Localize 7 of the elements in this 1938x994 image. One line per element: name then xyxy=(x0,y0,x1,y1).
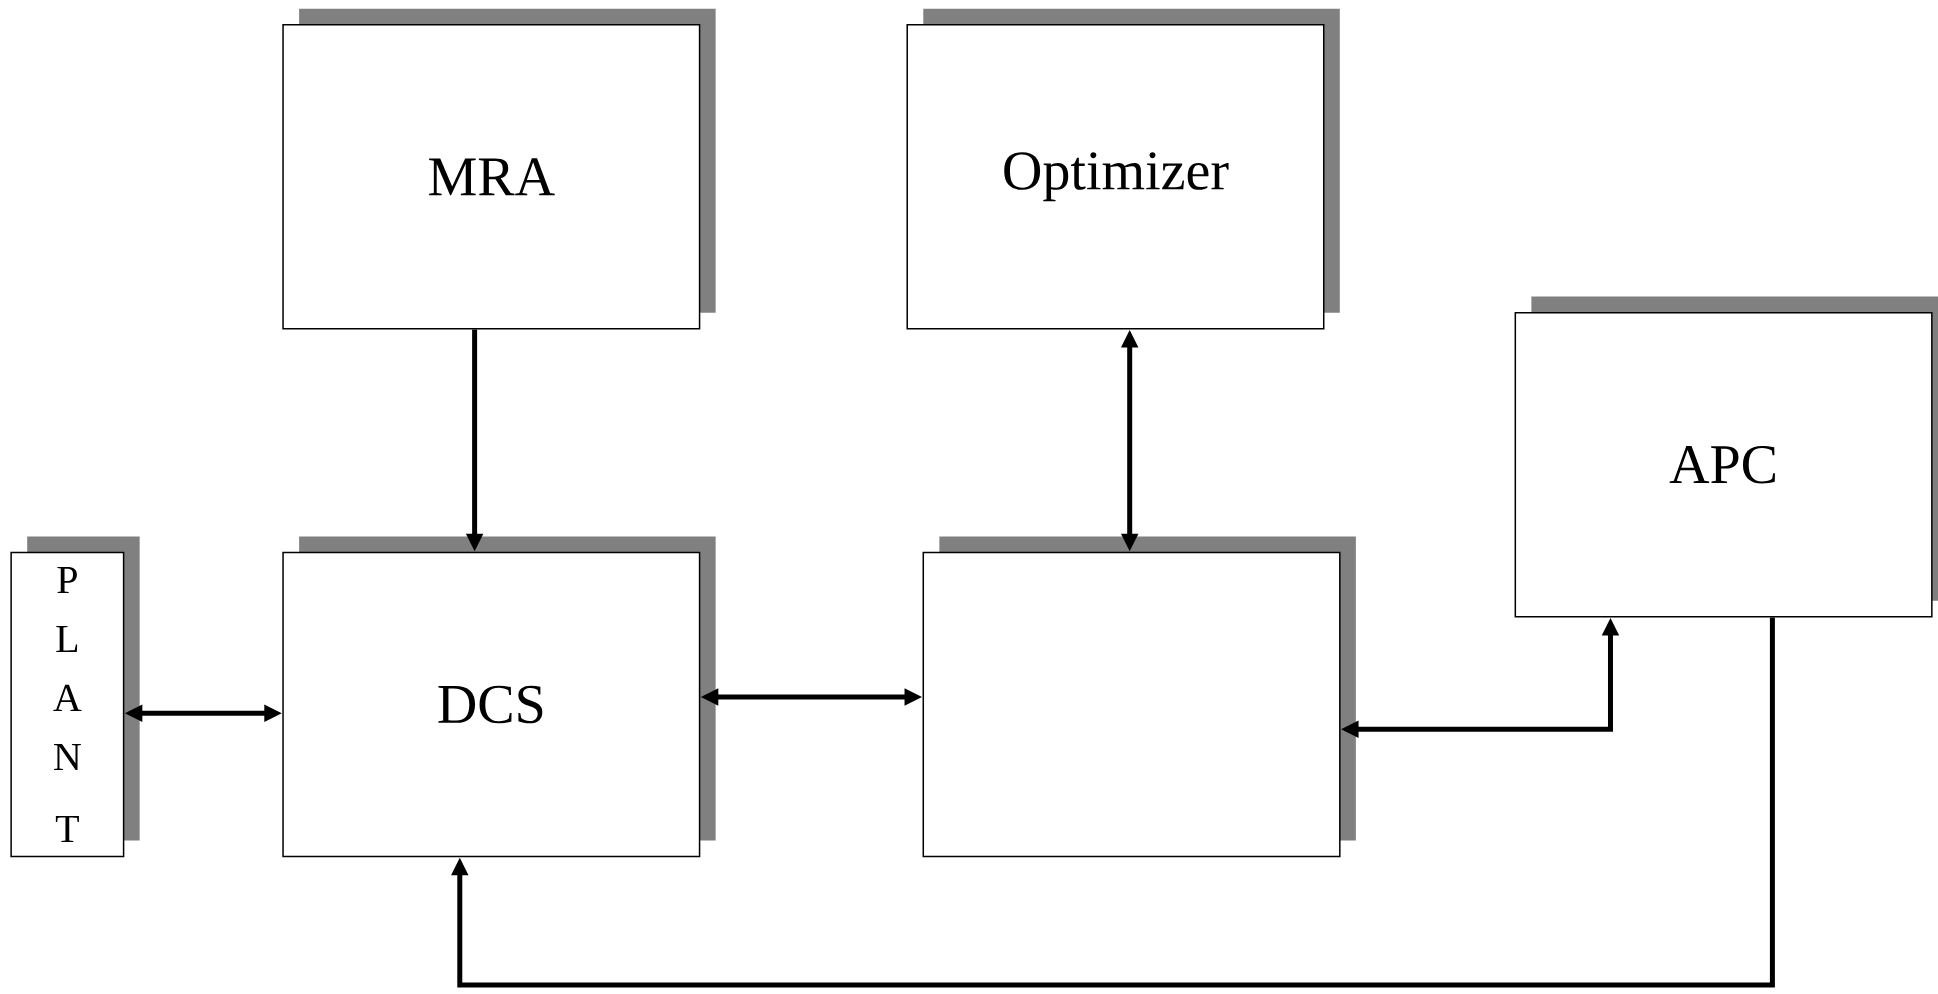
process-box: Optimizer xyxy=(906,8,1340,330)
process-box: PLANT xyxy=(10,536,140,858)
process-box: MRA xyxy=(282,8,716,330)
arrow xyxy=(451,617,1775,988)
process-box xyxy=(922,536,1356,858)
process-box: APC xyxy=(1514,296,1938,618)
process-box: DCS xyxy=(282,536,716,858)
